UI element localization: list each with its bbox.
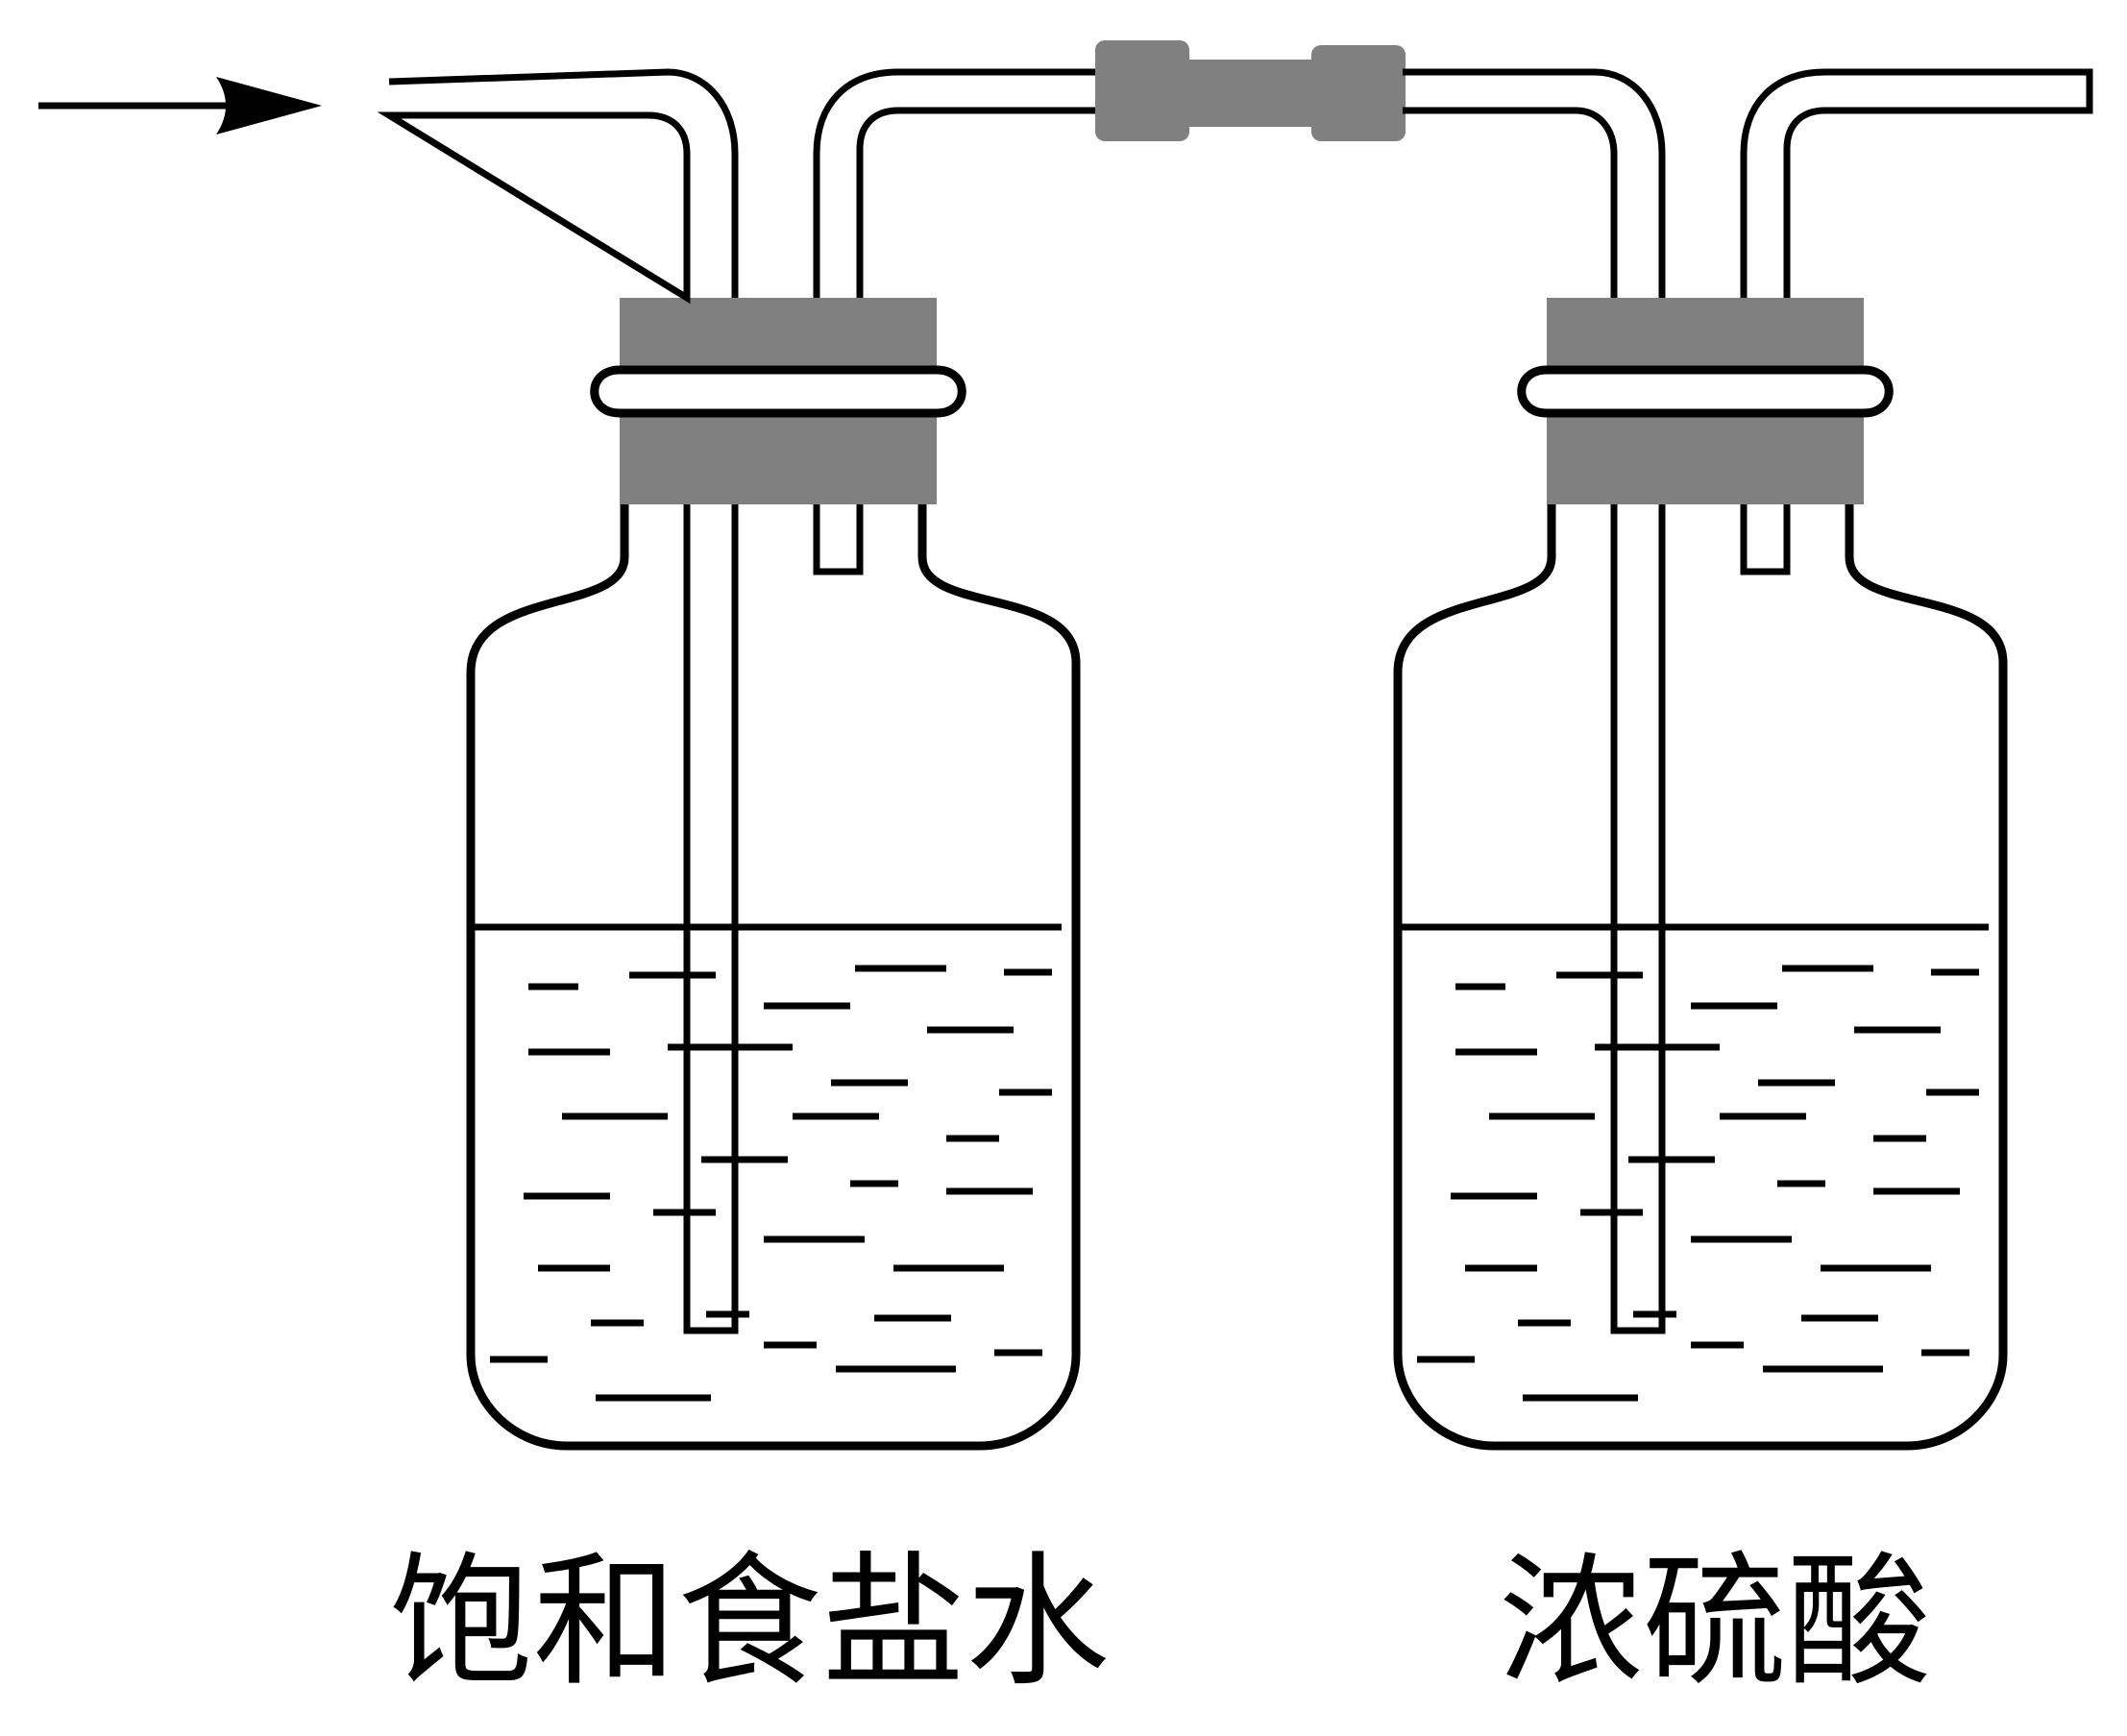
bottle1-stopper-top xyxy=(620,298,937,370)
wash-bottle-acid xyxy=(1393,68,2093,1451)
bottle1-outlet-pipe xyxy=(813,68,1100,298)
bottle2-stopper-bottom xyxy=(1547,413,1864,504)
rubber-connector xyxy=(1095,40,1406,141)
bottle1-inlet-tube xyxy=(683,504,739,1334)
bottle2-inlet-pipe xyxy=(1403,68,1666,298)
bottle1-neck-ring xyxy=(590,365,966,418)
bottle2-liquid-marks xyxy=(1417,965,1979,1402)
bottle2-outlet-pipe xyxy=(1740,68,2093,298)
bottle1-outline xyxy=(466,504,1081,1451)
bottle1-liquid-marks xyxy=(490,965,1052,1402)
bottle1-stopper-bottom xyxy=(620,413,937,504)
bottle2-inlet-tube xyxy=(1610,504,1666,1334)
bottle2-outlet-tube xyxy=(1740,504,1791,575)
wash-bottle-brine xyxy=(377,68,1100,1451)
bottle2-label: 浓硫酸 xyxy=(1499,1539,1931,1706)
bottle2-outline xyxy=(1393,504,2008,1451)
bottle1-inlet-pipe xyxy=(377,68,739,305)
right-arrow-icon xyxy=(38,77,322,134)
bottle2-neck-ring xyxy=(1517,365,1894,418)
bottle1-outlet-tube xyxy=(813,504,864,575)
bottle1-label: 饱和食盐水 xyxy=(389,1539,1110,1706)
bottle2-stopper-top xyxy=(1547,298,1864,370)
